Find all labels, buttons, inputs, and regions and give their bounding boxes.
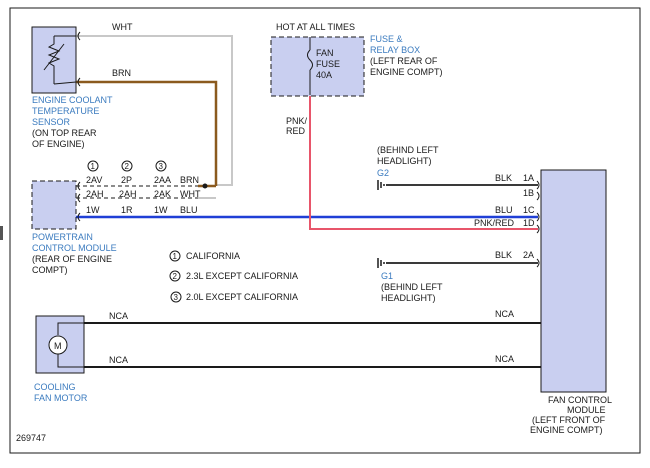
fcm-name: MODULE [567, 405, 606, 415]
pin-cell: 2AH [86, 189, 104, 199]
wire-label-pnk-red: RED [286, 126, 306, 136]
thermistor-icon [43, 35, 77, 85]
legend-number: 2 [173, 272, 178, 281]
variant-marker-3 [155, 160, 167, 172]
wire-label-nca: NCA [109, 355, 128, 365]
legend-text: CALIFORNIA [186, 251, 240, 261]
legend-marker-1 [169, 250, 181, 262]
fan-motor-name: FAN MOTOR [34, 393, 88, 403]
wire-label-wht: WHT [112, 22, 133, 32]
wire-label-nca: NCA [495, 309, 514, 319]
pin-cell: 2P [121, 175, 132, 185]
ect-sensor-name: TEMPERATURE [32, 106, 99, 116]
pcm-location: COMPT) [32, 265, 68, 275]
wire-wht [76, 35, 233, 186]
fan-motor-name: COOLING [34, 382, 76, 392]
wire-brn [76, 80, 218, 186]
wire-label-pnk-red-1d: PNK/RED [474, 218, 515, 228]
pin-cell: 1W [154, 205, 168, 215]
wire-label-nca: NCA [109, 311, 128, 321]
variant-number: 2 [125, 162, 130, 171]
fuse-label: FAN [316, 48, 334, 58]
pin-color: WHT [180, 189, 201, 199]
pcm-name: POWERTRAIN [32, 232, 93, 242]
fcm-name: FAN CONTROL [548, 395, 612, 405]
legend-number: 3 [174, 293, 179, 302]
g1-location: (BEHIND LEFT [381, 282, 443, 292]
variant-marker-1 [87, 160, 99, 172]
motor-icon [48, 322, 84, 368]
connector-icon [77, 31, 81, 41]
diagram-frame [9, 7, 641, 454]
pin-cell: 2AK [154, 189, 171, 199]
variant-table: 1 2 3 2AV 2P 2AA BRN 2AH 2AH 2AK WHT 1W … [86, 160, 201, 215]
fuse-box-name: RELAY BOX [370, 45, 420, 55]
pin-1d: 1D [523, 218, 535, 228]
fuse-label: 40A [316, 70, 332, 80]
ground-g1-icon [377, 258, 385, 268]
variant-number: 3 [159, 162, 164, 171]
legend-text: 2.0L EXCEPT CALIFORNIA [186, 292, 298, 302]
wire-label-pnk-red: PNK/ [286, 116, 308, 126]
g1-location: HEADLIGHT) [381, 293, 436, 303]
wire-label-blk: BLK [495, 173, 512, 183]
fuse-box-location: ENGINE COMPT) [370, 67, 443, 77]
pin-cell: 2AH [119, 189, 137, 199]
fuse-box-name: FUSE & [370, 34, 403, 44]
ground-g2-icon [377, 180, 385, 190]
pcm-location: (REAR OF ENGINE [32, 254, 112, 264]
pcm-name: CONTROL MODULE [32, 243, 117, 253]
g1-label: G1 [381, 271, 393, 281]
g2-location: (BEHIND LEFT [377, 145, 439, 155]
wire-label-blu: BLU [495, 205, 513, 215]
fuse-label: FUSE [316, 59, 340, 69]
legend-number: 1 [173, 252, 178, 261]
motor-symbol: M [54, 341, 62, 351]
g2-location: HEADLIGHT) [377, 156, 432, 166]
connector-icon [77, 212, 81, 222]
wire-label-blk-2a: BLK [495, 250, 512, 260]
wire-label-nca: NCA [495, 354, 514, 364]
pin-color: BRN [180, 175, 199, 185]
variant-number: 1 [91, 162, 96, 171]
pin-cell: 1R [121, 205, 133, 215]
hot-at-all-times-label: HOT AT ALL TIMES [276, 22, 355, 32]
pin-1c: 1C [523, 205, 535, 215]
wire-label-brn: BRN [112, 68, 131, 78]
pin-cell: 2AV [86, 175, 102, 185]
legend-text: 2.3L EXCEPT CALIFORNIA [186, 271, 298, 281]
pcm-box [31, 180, 77, 230]
fcm-location: ENGINE COMPT) [530, 425, 603, 435]
fcm-box [540, 169, 607, 393]
splice-dot [202, 183, 208, 189]
fuse-box-location: (LEFT REAR OF [370, 56, 438, 66]
g2-label: G2 [377, 168, 389, 178]
legend-marker-3 [170, 291, 182, 303]
legend-marker-2 [169, 270, 181, 282]
ect-sensor-location: OF ENGINE) [32, 139, 85, 149]
diagram-id: 269747 [16, 433, 46, 443]
fcm-pins [536, 180, 540, 268]
connector-icon [77, 77, 81, 87]
pin-1a: 1A [523, 173, 534, 183]
pin-cell: 1W [86, 205, 100, 215]
ect-sensor-location: (ON TOP REAR [32, 128, 97, 138]
pin-color: BLU [180, 205, 198, 215]
pin-cell: 2AA [154, 175, 171, 185]
wire-pnk-red [309, 95, 538, 230]
variant-marker-2 [121, 160, 133, 172]
ect-sensor-name: ENGINE COOLANT [32, 95, 113, 105]
pin-2a: 2A [523, 250, 534, 260]
fuse-icon [307, 49, 313, 71]
ect-sensor-name: SENSOR [32, 117, 71, 127]
page-edge-mark [0, 226, 3, 240]
pin-1b: 1B [523, 188, 534, 198]
fuse-box [270, 36, 365, 97]
fcm-location: (LEFT FRONT OF [532, 415, 606, 425]
legend: 1 CALIFORNIA 2 2.3L EXCEPT CALIFORNIA 3 … [169, 250, 298, 303]
